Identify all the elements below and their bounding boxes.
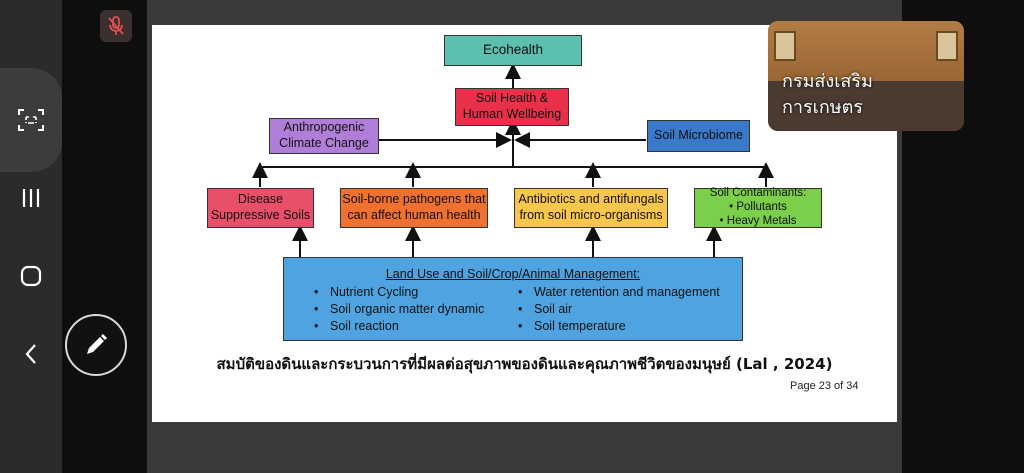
recents-icon	[22, 189, 40, 207]
ecohealth-label: Ecohealth	[482, 42, 544, 58]
soil-health-line2: Human Wellbeing	[462, 107, 562, 121]
landuse-item: Soil reaction	[314, 318, 484, 335]
participant-name-line1: กรมส่งเสริม	[782, 71, 873, 92]
recents-button[interactable]	[0, 178, 62, 218]
soil-microbiome-label: Soil Microbiome	[654, 128, 743, 143]
participant-video[interactable]: กรมส่งเสริม การเกษตร	[768, 21, 964, 131]
pencil-icon	[87, 334, 107, 354]
video-wall	[768, 21, 964, 81]
back-icon	[25, 344, 36, 364]
edit-button[interactable]	[65, 314, 127, 376]
anthropogenic-line1: Anthropogenic	[283, 120, 365, 135]
video-floor	[768, 81, 964, 131]
screenshot-button[interactable]	[0, 100, 62, 140]
landuse-box: Land Use and Soil/Crop/Animal Management…	[283, 257, 743, 341]
landuse-left-list: Nutrient Cycling Soil organic matter dyn…	[314, 284, 484, 335]
page-number: Page 23 of 34	[790, 380, 859, 392]
ecohealth-box: Ecohealth	[444, 35, 582, 66]
antibiotics-line1: Antibiotics and antifungals	[518, 192, 664, 207]
landuse-item: Soil organic matter dynamic	[314, 301, 484, 318]
participant-name-line2: การเกษตร	[782, 97, 863, 118]
antibiotics-line2: from soil micro-organisms	[519, 208, 663, 222]
screenshot-icon	[18, 109, 44, 131]
contaminant-item: Heavy Metals	[726, 214, 797, 227]
soil-health-line1: Soil Health &	[475, 91, 549, 106]
contaminant-item: Pollutants	[736, 201, 787, 214]
participant-name: กรมส่งเสริม การเกษตร	[782, 69, 873, 121]
contaminants-box: Soil Contaminants: • Pollutants • Heavy …	[694, 187, 822, 228]
home-button[interactable]	[0, 256, 62, 296]
system-nav-bar	[0, 0, 62, 473]
landuse-item: Soil air	[518, 301, 720, 318]
portrait-frame	[774, 31, 796, 61]
soil-health-box: Soil Health &Human Wellbeing	[455, 88, 569, 126]
landuse-item: Soil temperature	[518, 318, 720, 335]
anthropogenic-line2: Climate Change	[279, 136, 369, 150]
pathogens-line2: can affect human health	[347, 208, 481, 222]
slide-caption: สมบัติของดินและกระบวนการที่มีผลต่อสุขภาพ…	[216, 355, 833, 373]
nav-pill-highlight	[0, 68, 62, 172]
disease-line2: Suppressive Soils	[210, 208, 311, 222]
mic-toggle[interactable]	[100, 10, 132, 42]
portrait-frame	[936, 31, 958, 61]
landuse-right-list: Water retention and management Soil air …	[518, 284, 720, 335]
contaminants-title: Soil Contaminants:	[709, 187, 807, 200]
disease-line1: Disease	[237, 192, 284, 207]
back-button[interactable]	[0, 334, 62, 374]
landuse-title: Land Use and Soil/Crop/Animal Management…	[385, 267, 641, 281]
landuse-item: Water retention and management	[518, 284, 720, 301]
landuse-item: Nutrient Cycling	[314, 284, 484, 301]
pathogens-line1: Soil-borne pathogens that	[342, 192, 486, 207]
mic-muted-icon	[108, 16, 124, 35]
soil-microbiome-box: Soil Microbiome	[647, 120, 750, 152]
home-icon	[20, 265, 42, 287]
